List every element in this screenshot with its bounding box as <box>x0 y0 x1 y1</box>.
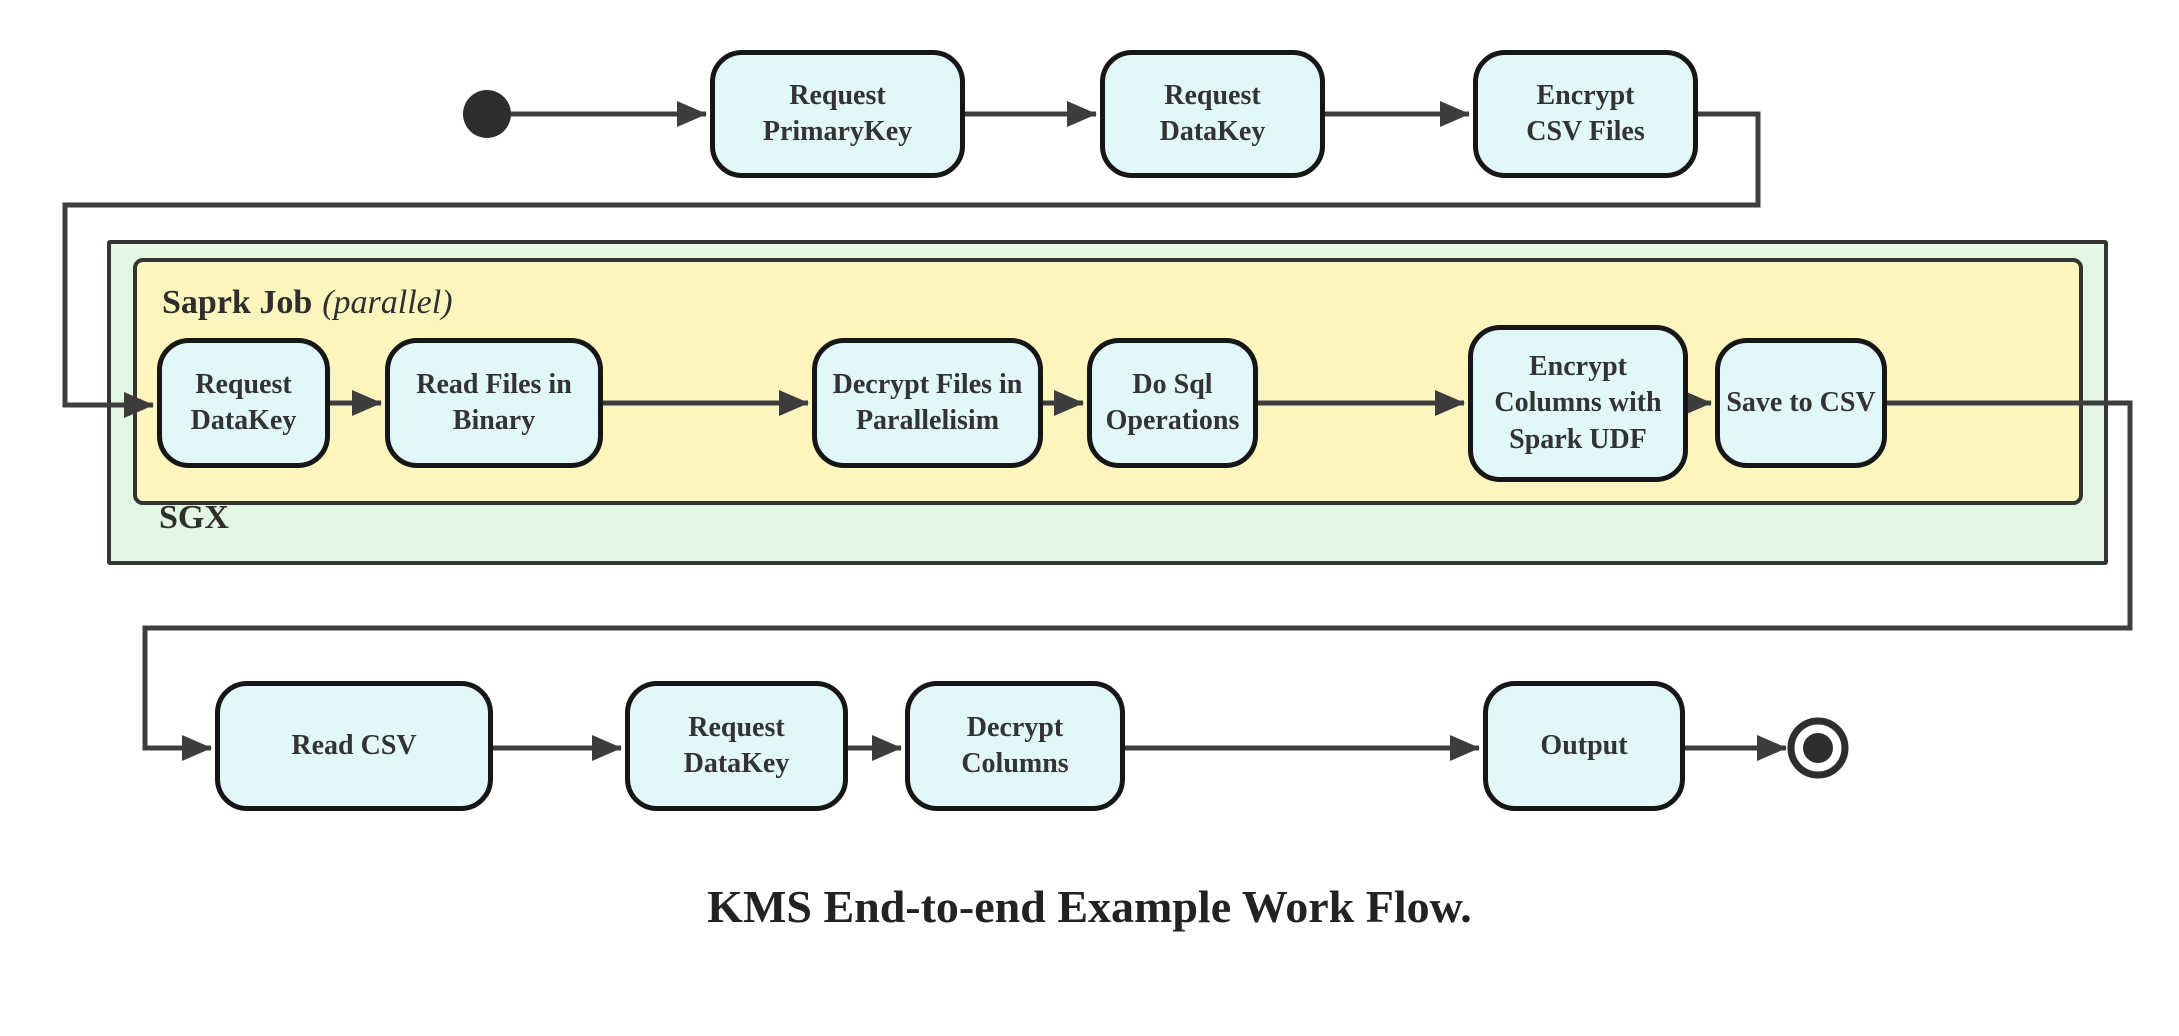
node-request-datakey-bottom: Request DataKey <box>625 681 848 811</box>
end-state-inner-dot-icon <box>1803 733 1833 763</box>
node-read-files-in-binary: Read Files in Binary <box>385 338 603 468</box>
node-decrypt-columns: Decrypt Columns <box>905 681 1125 811</box>
node-do-sql-operations: Do Sql Operations <box>1087 338 1258 468</box>
node-save-to-csv: Save to CSV <box>1715 338 1887 468</box>
edge-encrypt-csv-to-sgx-request-datakey <box>62 111 1761 418</box>
diagram-caption: KMS End-to-end Example Work Flow. <box>707 881 1472 932</box>
edge-save-csv-to-read-csv <box>142 400 2133 761</box>
node-read-csv: Read CSV <box>215 681 493 811</box>
node-encrypt-columns-with-spark-udf: Encrypt Columns with Spark UDF <box>1468 325 1688 482</box>
node-decrypt-files-in-parallelisim: Decrypt Files in Parallelisim <box>812 338 1043 468</box>
spark-job-label: Saprk Job(parallel) <box>162 284 453 322</box>
spark-job-title: Saprk Job <box>162 284 313 321</box>
node-request-primarykey: Request PrimaryKey <box>710 50 965 178</box>
start-state-icon <box>463 90 511 138</box>
spark-job-qualifier: (parallel) <box>322 284 453 321</box>
node-output: Output <box>1483 681 1685 811</box>
node-encrypt-csv-files: Encrypt CSV Files <box>1473 50 1698 178</box>
node-request-datakey-top: Request DataKey <box>1100 50 1325 178</box>
node-sgx-request-datakey: Request DataKey <box>157 338 330 468</box>
sgx-label: SGX <box>159 499 229 536</box>
